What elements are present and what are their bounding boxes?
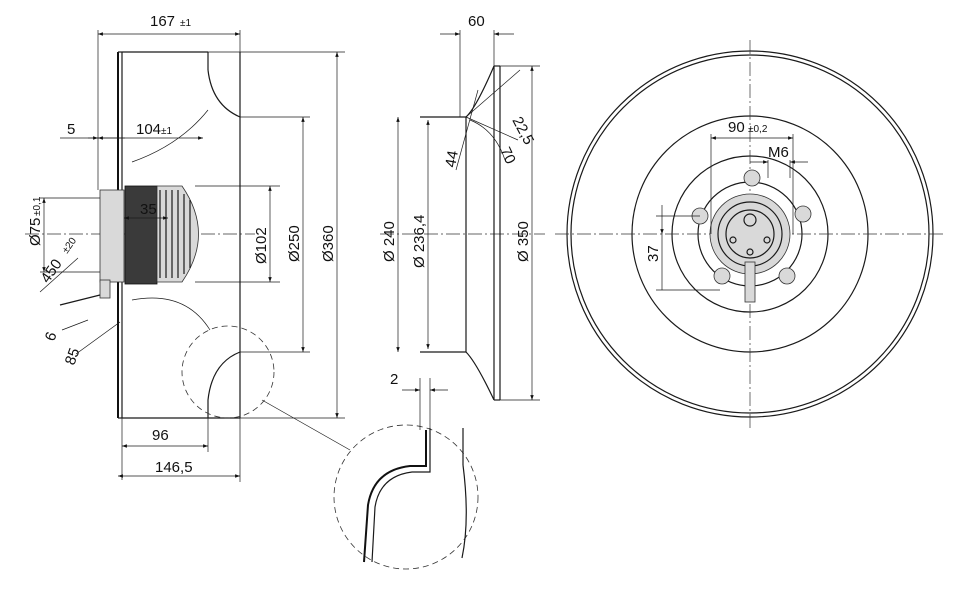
- dia-75-label: Ø75: [27, 218, 44, 246]
- dim-96-label: 96: [152, 427, 169, 444]
- angle-70-label: 70: [496, 145, 518, 167]
- dim-146-5-label: 146,5: [155, 459, 193, 476]
- dia-350-label: Ø 350: [515, 221, 532, 262]
- dim-5-label: 5: [67, 121, 75, 138]
- cable-450-tolerance: ±20: [60, 235, 79, 255]
- dim-90-tolerance: ±0,2: [748, 124, 768, 135]
- cable-450-label: 450: [37, 256, 65, 286]
- dia-102-label: Ø102: [253, 227, 270, 264]
- angle-22-5-label: 22,5: [508, 114, 537, 148]
- dia-240-label: Ø 240: [381, 221, 398, 262]
- dia-75-tolerance: ±0,1: [32, 196, 43, 216]
- front-view: 90 ±0,2 M6 37: [555, 40, 945, 430]
- dim-37-label: 37: [645, 245, 662, 262]
- dim-6-label: 6: [42, 330, 61, 344]
- dim-167-label: 167: [150, 13, 175, 30]
- dim-104-label: 104: [136, 121, 161, 138]
- dia-250-label: Ø250: [286, 225, 303, 262]
- dim-104-tolerance: ±1: [161, 126, 172, 137]
- dia-360-label: Ø360: [320, 225, 337, 262]
- dim-60-label: 60: [468, 13, 485, 30]
- profile-view: 60 22,5 44 70 Ø 240 Ø 236,4 Ø 350: [380, 13, 545, 401]
- motor-fins: [159, 190, 191, 278]
- detail-view: 2: [333, 371, 479, 570]
- dim-167-tolerance: ±1: [180, 18, 191, 29]
- dia-236-4-label: Ø 236,4: [411, 215, 428, 268]
- dim-90-label: 90: [728, 119, 745, 136]
- thread-m6-label: M6: [768, 144, 789, 161]
- dim-35-label: 35: [140, 201, 157, 218]
- dim-2-label: 2: [390, 371, 398, 388]
- dim-85-label: 85: [62, 346, 84, 367]
- side-view: 167 ±1 5 104 ±1 35 Ø75 ±0,1 450 ±20 6 85…: [25, 13, 351, 482]
- angle-44-label: 44: [442, 149, 462, 168]
